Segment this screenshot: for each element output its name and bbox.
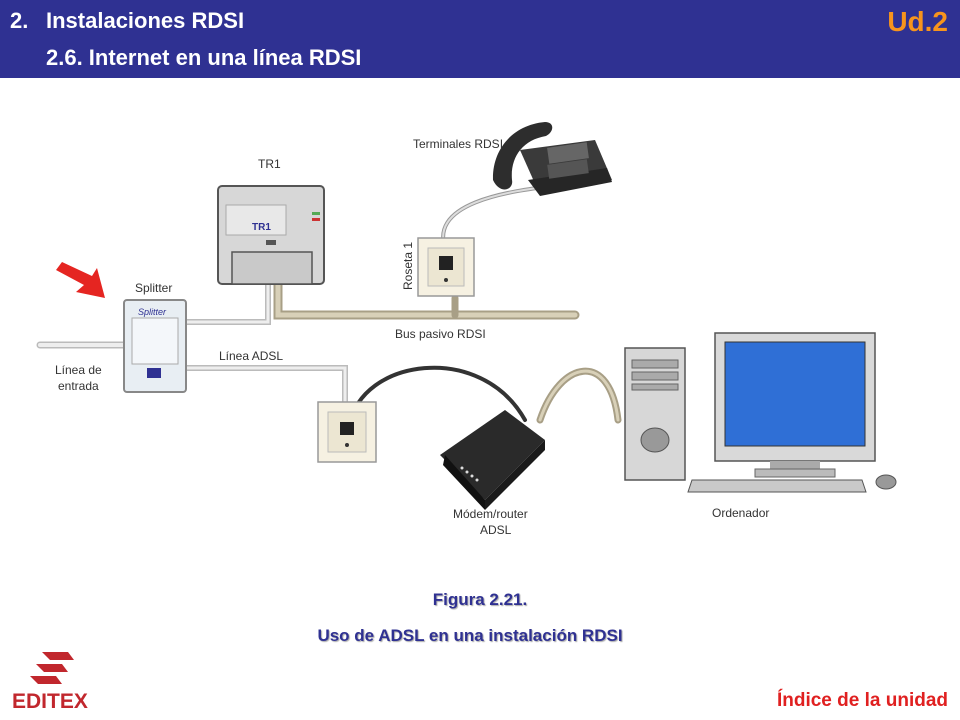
tr1-device: TR1 — [217, 185, 325, 285]
splitter-tr1-cable — [183, 280, 270, 324]
unit-label: Ud.2 — [887, 6, 948, 37]
modem-label-1: Módem/router — [453, 507, 528, 521]
bus-label: Bus pasivo RDSI — [395, 327, 486, 341]
isdn-phone — [492, 122, 612, 196]
input-line-label-2: entrada — [58, 379, 99, 393]
tr1-device-label: TR1 — [252, 222, 271, 233]
roseta-label: Roseta 1 — [401, 242, 415, 290]
index-link[interactable]: Índice de la unidad — [776, 690, 948, 711]
adsl-line-cable — [182, 365, 348, 405]
section-title: Instalaciones RDSI — [46, 8, 245, 33]
section-subtitle: 2.6. Internet en una línea RDSI — [46, 45, 362, 70]
section-number: 2. — [10, 8, 29, 33]
tr1-label: TR1 — [258, 157, 281, 171]
logo-text: EDITEX — [12, 690, 88, 712]
adsl-outlet — [317, 401, 377, 463]
computer — [624, 332, 897, 493]
splitter-brand: Splitter — [138, 307, 167, 317]
splitter-label: Splitter — [135, 281, 172, 295]
input-line-label-1: Línea de — [55, 363, 102, 377]
terminals-label: Terminales RDSI — [413, 137, 503, 151]
adsl-line-label: Línea ADSL — [219, 349, 283, 363]
arrow-icon — [56, 262, 105, 298]
splitter-tr1-cable — [182, 279, 271, 325]
computer-cable — [538, 369, 620, 422]
adsl-modem-router — [440, 410, 545, 510]
splitter-device: Splitter — [123, 299, 187, 393]
computer-label: Ordenador — [712, 506, 769, 520]
slide-header: 2. Instalaciones RDSI 2.6. Internet en u… — [0, 0, 960, 78]
modem-label-2: ADSL — [480, 523, 512, 537]
figure-caption: Uso de ADSL en una instalación RDSI — [317, 626, 623, 645]
roseta-1-outlet — [417, 237, 475, 297]
adsl-rdsi-diagram: TR1 TR1 Roseta 1 Terminales RDSI Splitte… — [36, 122, 897, 537]
adsl-line-cable — [183, 366, 347, 404]
editex-logo: EDITEX — [12, 652, 88, 712]
bus-pasivo-cable — [275, 279, 578, 318]
figure-number: Figura 2.21. — [432, 590, 528, 609]
